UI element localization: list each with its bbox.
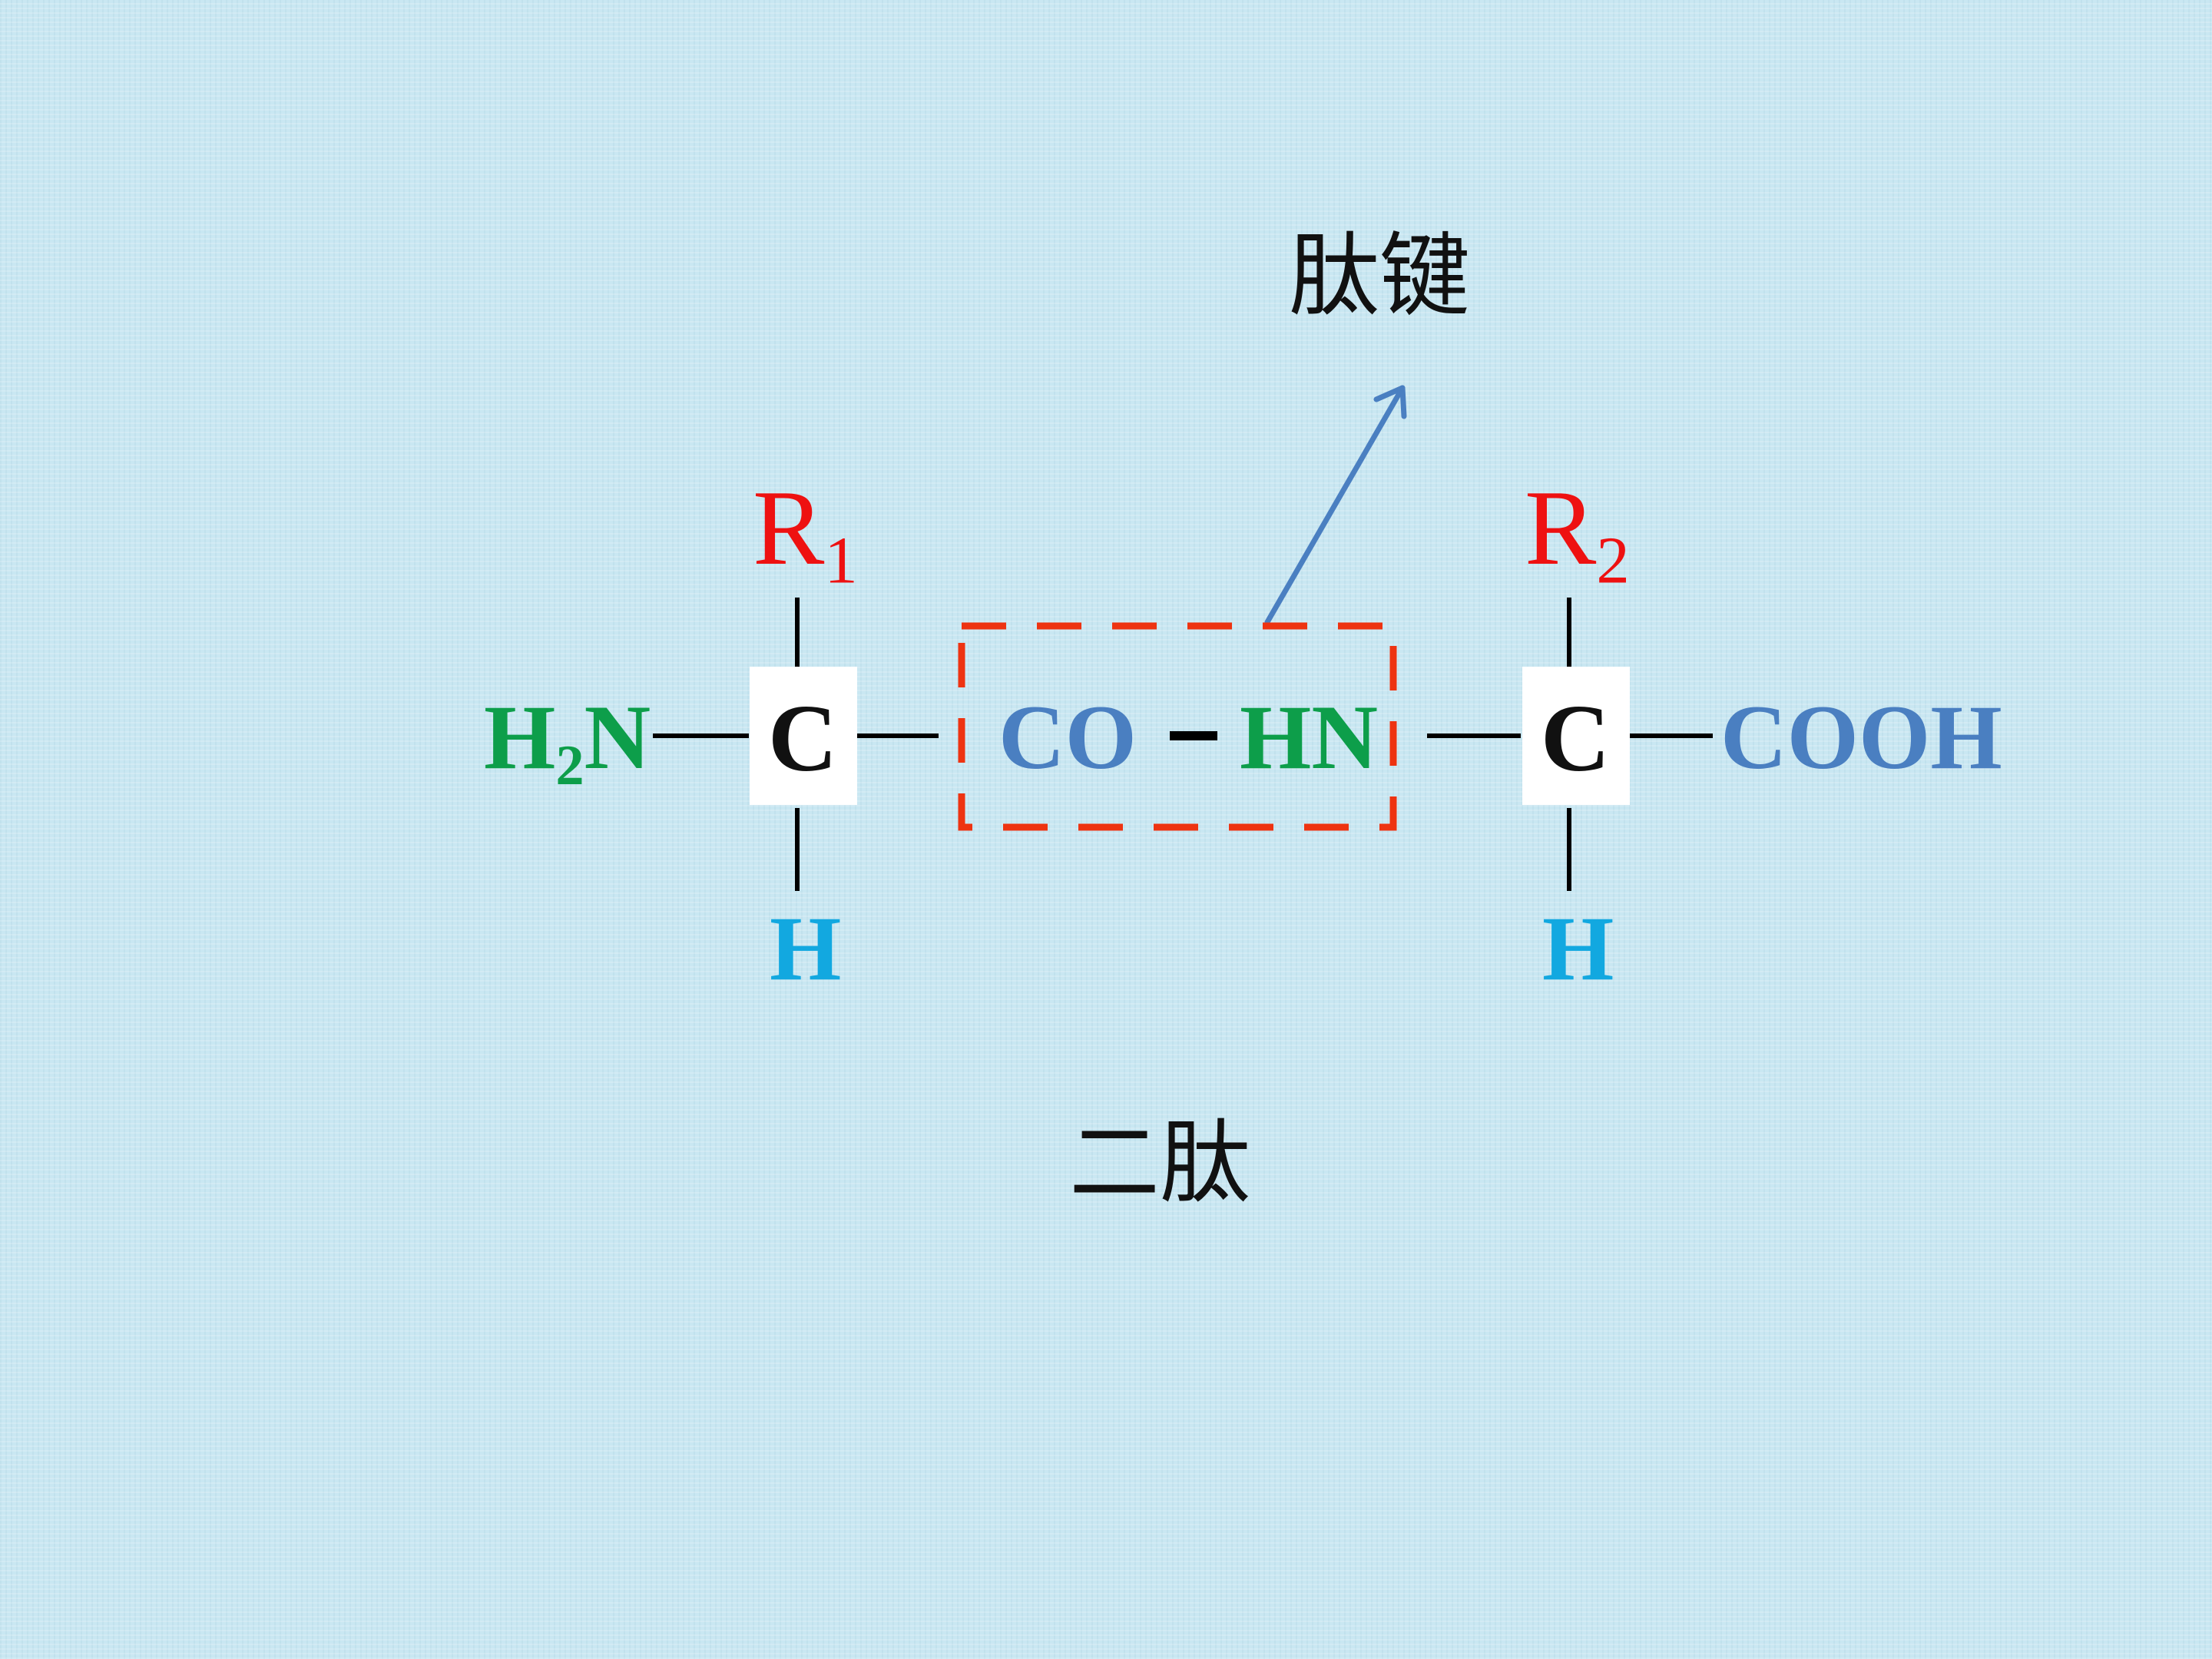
amino-group: H2N bbox=[484, 686, 651, 797]
c2-box bbox=[1522, 667, 1630, 805]
dipeptide-label: 二肽 bbox=[1069, 1110, 1251, 1216]
peptide-bond-label: 肽键 bbox=[1289, 223, 1471, 329]
carboxyl-group: COOH bbox=[1720, 686, 2002, 788]
hn-group: HN bbox=[1240, 686, 1378, 788]
c1-box bbox=[750, 667, 857, 805]
co-group: CO bbox=[998, 686, 1137, 788]
c1-atom: C bbox=[768, 686, 838, 792]
peptide-highlight-box bbox=[958, 622, 1397, 831]
c2-atom: C bbox=[1541, 686, 1611, 792]
r2-label: R2 bbox=[1525, 469, 1630, 598]
peptide-arrow bbox=[1264, 385, 1407, 625]
h1-atom: H bbox=[770, 897, 842, 999]
h2-atom: H bbox=[1542, 897, 1614, 999]
r1-label: R1 bbox=[753, 469, 858, 598]
